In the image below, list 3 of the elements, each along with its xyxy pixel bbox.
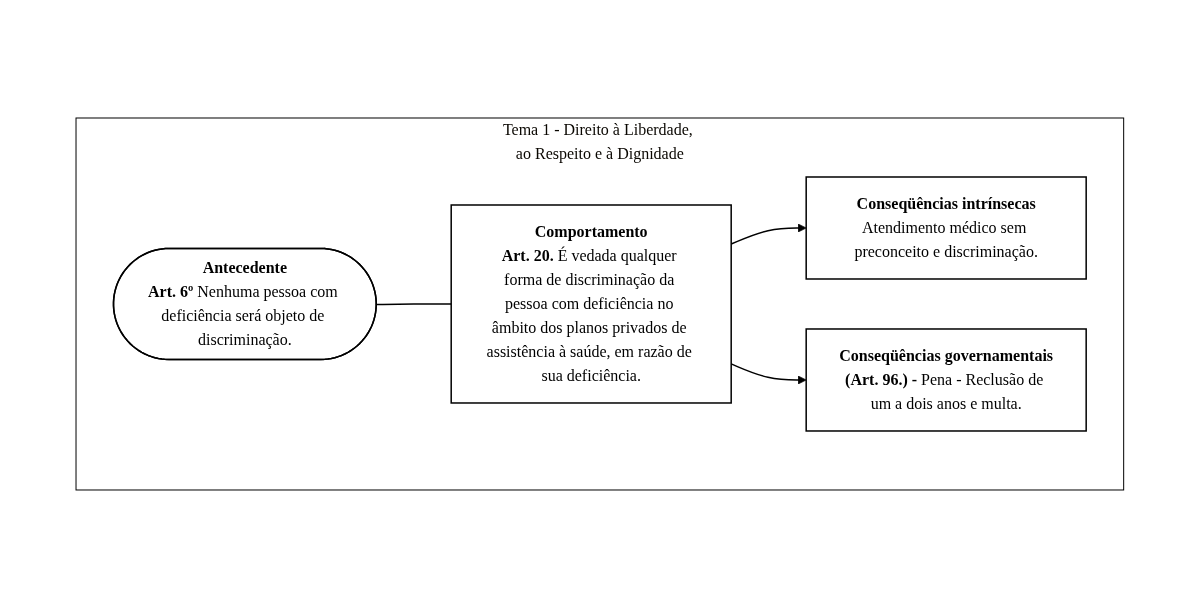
node-box: Comportamento Art. 20. É vedada qualquer forma de discriminação da pessoa com deficiência no âmbito dos planos privados de assistência à saúde, em razão de sua deficiência. — [450, 203, 733, 404]
node-box: Conseqüências governamentais (Art. 96.) - Pena - Reclusão de um a dois anos e multa. — [805, 327, 1088, 432]
node-box: Conseqüências intrínsecas Atendimento médico sem preconceito e discriminação. — [805, 175, 1088, 280]
